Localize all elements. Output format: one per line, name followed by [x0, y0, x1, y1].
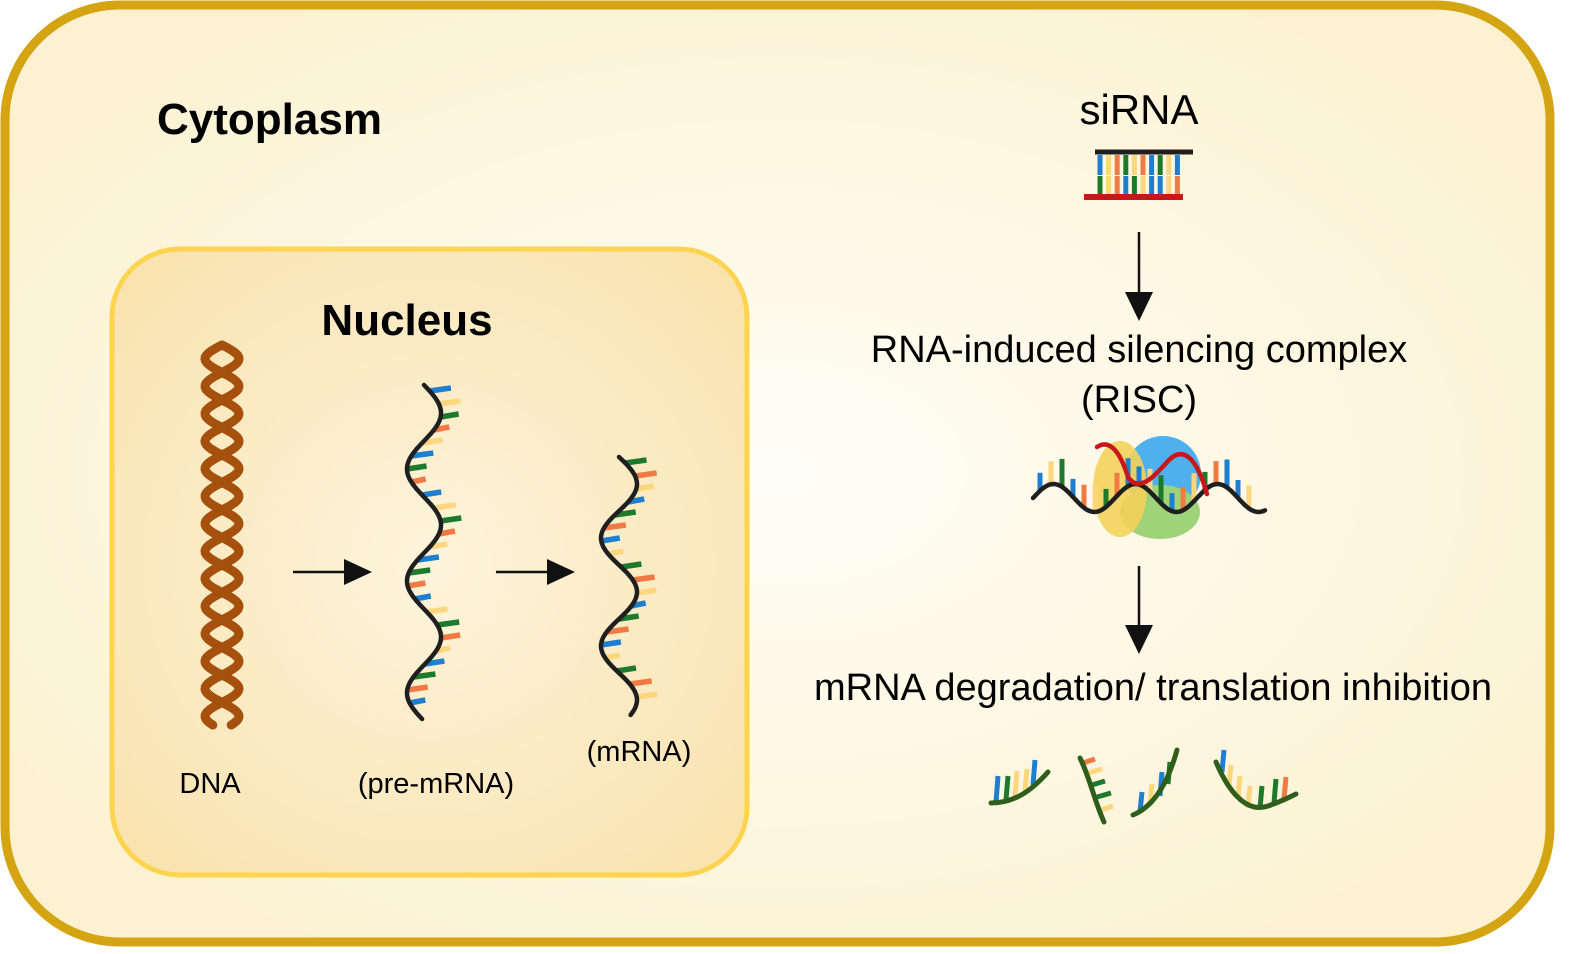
fragment-base	[1082, 756, 1096, 766]
mrna-label: (mRNA)	[586, 736, 692, 768]
sirna-label: siRNA	[1079, 86, 1199, 133]
rna-base	[607, 548, 625, 557]
rna-base	[438, 398, 461, 407]
arrow-pre-mrna-to-mrna	[496, 559, 575, 585]
fragment-base	[1257, 785, 1265, 809]
fragment-backbone	[1130, 747, 1180, 818]
rna-base	[635, 483, 655, 492]
rna-base	[414, 593, 432, 602]
rna-backbone	[598, 454, 640, 718]
rna-base	[634, 470, 657, 479]
fragment-backbone	[988, 769, 1051, 806]
mrna-strand	[598, 454, 658, 718]
risc-label-line1: RNA-induced silencing complex	[870, 329, 1408, 371]
rna-base	[413, 671, 436, 680]
fragment-base	[1281, 776, 1289, 800]
cytoplasm-label: Cytoplasm	[157, 95, 382, 144]
rna-base	[421, 489, 442, 498]
arrow-dna-to-pre-mrna	[293, 559, 372, 585]
dna-label: DNA	[179, 768, 241, 800]
rna-base	[616, 665, 637, 674]
rna-base	[406, 463, 428, 472]
fragment-base	[1271, 778, 1279, 804]
rna-base	[407, 580, 426, 589]
outcome-label: mRNA degradation/ translation inhibition	[813, 667, 1493, 709]
rna-backbone	[404, 382, 444, 722]
mrna-fragment-3	[1130, 747, 1180, 818]
rna-base	[632, 574, 656, 583]
fragment-base	[993, 775, 1001, 803]
fragment-base	[1012, 770, 1020, 798]
arrow-risc-to-outcome	[1125, 566, 1153, 654]
fragment-base	[1087, 766, 1103, 776]
arrow-sirna-to-risc	[1125, 232, 1153, 321]
risc-label-line2: (RISC)	[1080, 379, 1198, 421]
fragment-backbone	[1213, 759, 1299, 810]
rna-base	[620, 561, 642, 570]
fragment-base	[1226, 764, 1234, 786]
rna-base	[440, 515, 462, 524]
rna-base	[600, 535, 621, 544]
pre-mrna-strand	[404, 382, 462, 722]
fragment-base	[1091, 778, 1106, 788]
nucleus-boundary	[109, 246, 750, 878]
rna-base	[410, 450, 434, 459]
risc-complex	[1030, 436, 1268, 539]
rna-base	[604, 652, 621, 661]
risc-guide-strand	[1094, 442, 1210, 497]
rna-base	[600, 639, 622, 648]
risc-mrna-backbone	[1030, 481, 1268, 515]
rna-base	[440, 632, 461, 641]
rna-base	[636, 587, 657, 596]
fragment-backbone	[1077, 755, 1107, 825]
nucleus-label: Nucleus	[321, 296, 493, 345]
rna-base	[417, 554, 440, 563]
rna-base	[636, 691, 658, 700]
fragment-base	[1219, 749, 1227, 773]
risc-protein-yellow	[1093, 441, 1147, 537]
rna-base	[406, 684, 429, 693]
rna-base	[603, 522, 627, 531]
mrna-fragment-4	[1213, 749, 1299, 810]
dna-strand-2	[200, 340, 244, 730]
rna-base	[440, 411, 460, 420]
rna-base	[606, 626, 629, 635]
rna-base	[426, 606, 448, 615]
fragment-base	[1096, 790, 1112, 800]
dna-double-helix	[200, 340, 244, 730]
rna-base	[409, 697, 426, 706]
rna-base	[436, 619, 460, 628]
mrna-fragment-1	[988, 759, 1051, 806]
fragment-base	[1003, 775, 1011, 801]
fragment-base	[1022, 768, 1030, 792]
fragment-base	[1030, 759, 1038, 786]
rna-base	[408, 567, 431, 576]
rna-base	[438, 528, 456, 537]
degraded-mrna-fragments	[988, 747, 1299, 825]
sirna-duplex	[1084, 149, 1193, 200]
rna-base	[624, 457, 647, 466]
rna-base	[629, 678, 653, 687]
pre-mrna-label: (pre-mRNA)	[357, 768, 515, 800]
mrna-fragment-2	[1077, 755, 1114, 825]
fragment-base	[1100, 803, 1114, 813]
rna-base	[433, 502, 457, 511]
rna-base	[429, 385, 452, 394]
